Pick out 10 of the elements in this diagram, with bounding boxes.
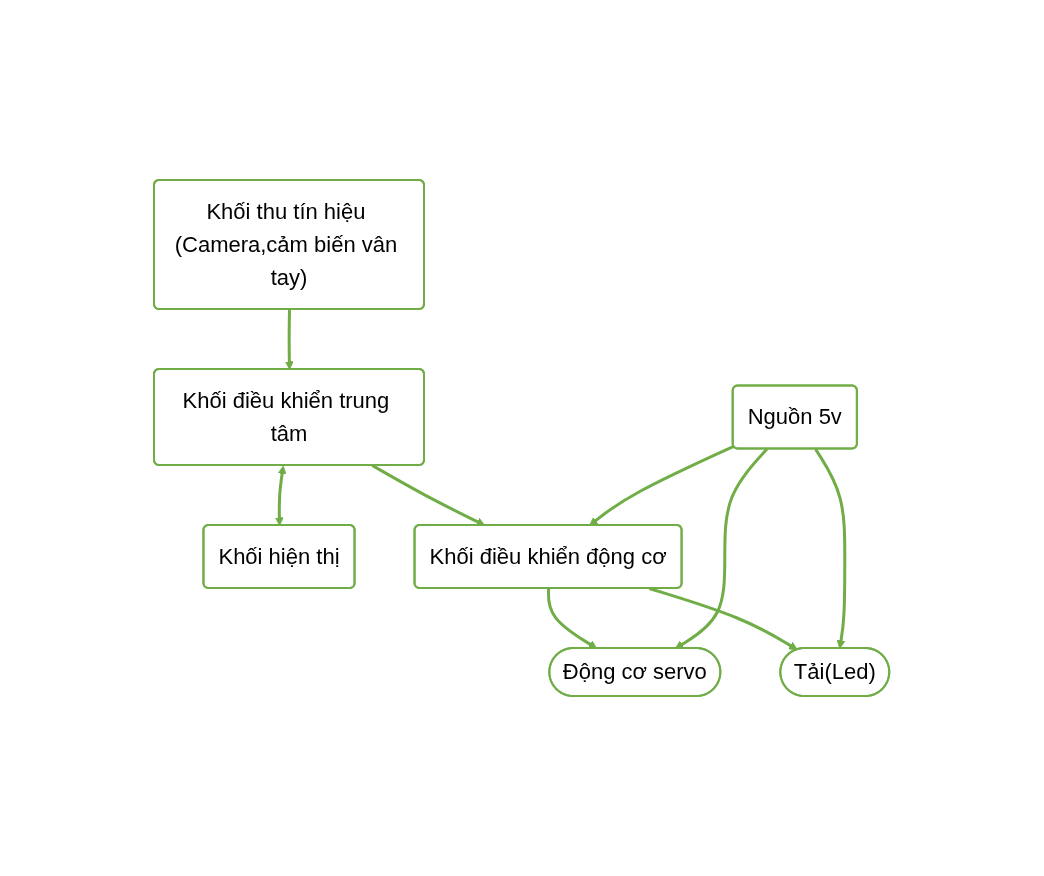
arrow — [547, 588, 598, 649]
arrow — [675, 447, 769, 649]
arrow — [589, 444, 735, 526]
node-text: Khối điều khiển trung tâm — [182, 387, 390, 446]
arrow — [285, 309, 295, 370]
node-text: Khối thu tín hiệu (Camera,cảm biến vân tay) — [175, 199, 398, 290]
arrow — [371, 464, 486, 526]
arrow — [814, 448, 847, 649]
arrow — [275, 465, 287, 526]
arrow — [649, 587, 799, 651]
